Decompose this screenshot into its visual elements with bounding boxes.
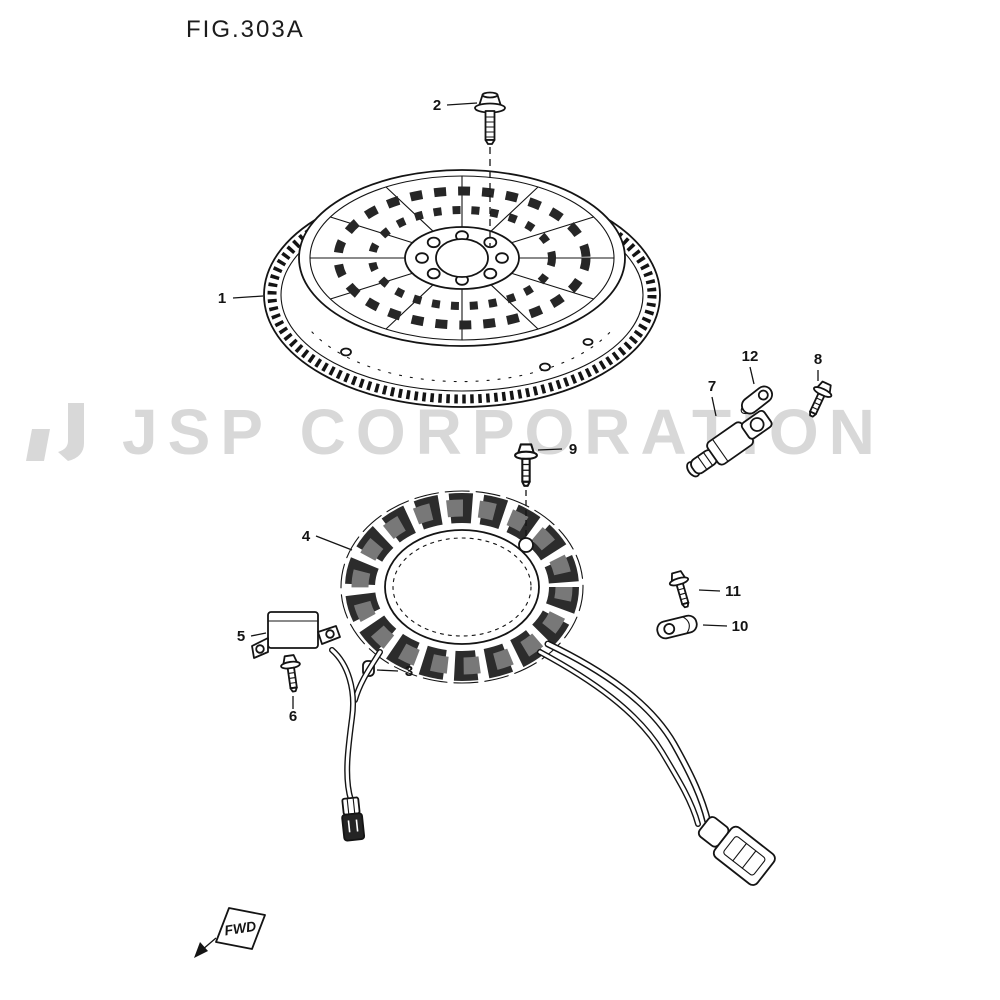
part-label-7: 7 xyxy=(708,378,716,395)
figure-title: FIG.303A xyxy=(186,16,305,43)
part-label-1: 1 xyxy=(218,290,226,307)
stator-lead-wires xyxy=(329,647,383,803)
stator-bolt-lug xyxy=(518,537,534,553)
flywheel-center-bore xyxy=(435,238,489,278)
harness-connector xyxy=(697,816,776,886)
fwd-indicator: FWD xyxy=(194,907,266,958)
harness-clamp-bolt xyxy=(666,568,697,611)
flywheel-vent-slots-outer xyxy=(333,186,591,330)
flywheel-spoke-pattern xyxy=(309,175,615,341)
part-labels: 1 2 3 4 5 6 7 8 9 10 11 12 xyxy=(218,97,822,725)
part-label-3: 3 xyxy=(405,663,413,680)
stator-connector xyxy=(341,796,366,842)
pickup-bolt xyxy=(278,653,305,694)
main-harness xyxy=(537,640,712,827)
part-label-9: 9 xyxy=(569,441,577,458)
stator-bolt xyxy=(514,443,538,539)
sensor-clamp-bolt xyxy=(801,378,837,421)
part-label-6: 6 xyxy=(289,708,297,725)
part-label-10: 10 xyxy=(732,618,749,635)
fwd-arrow-icon xyxy=(194,942,208,958)
flywheel-bolt xyxy=(474,91,506,246)
harness-clamp xyxy=(656,614,698,640)
crank-sensor xyxy=(686,409,773,478)
flywheel-vent-slots-inner xyxy=(368,206,556,310)
fwd-label: FWD xyxy=(223,918,257,939)
pickup-unit xyxy=(251,611,341,659)
part-label-12: 12 xyxy=(742,348,759,365)
part-label-5: 5 xyxy=(237,628,245,645)
stator-assembly xyxy=(340,490,584,684)
flywheel xyxy=(263,169,661,408)
part-label-2: 2 xyxy=(433,97,441,114)
leader-lines xyxy=(232,102,819,709)
part-label-4: 4 xyxy=(302,528,311,545)
sensor-clamp xyxy=(740,385,773,415)
part-label-11: 11 xyxy=(725,583,741,600)
part-label-8: 8 xyxy=(814,351,822,368)
